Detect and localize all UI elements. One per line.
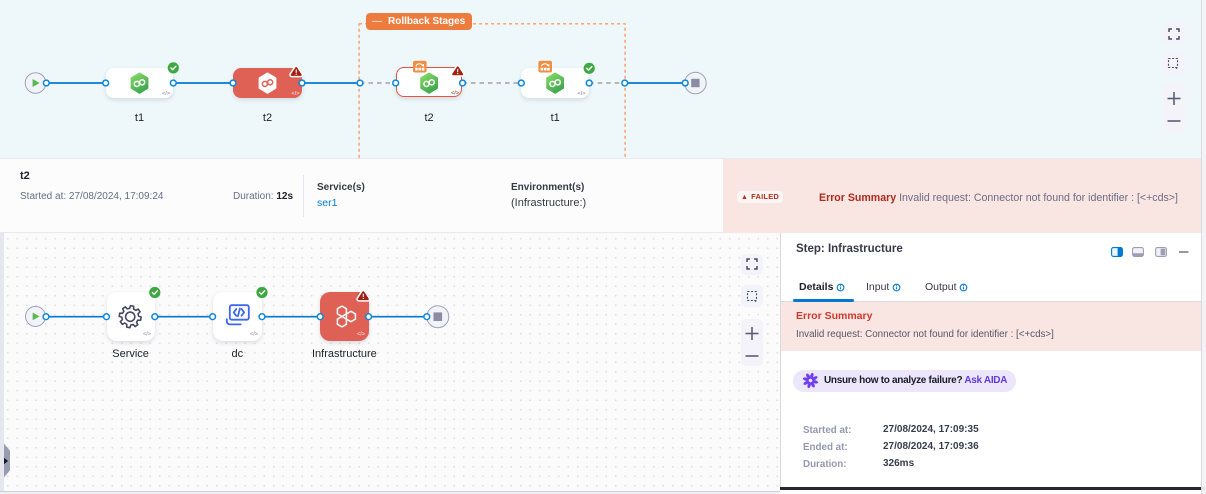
svg-text:</>: </> xyxy=(357,332,366,338)
svg-text:</>: </> xyxy=(577,91,586,97)
svg-text:</>: </> xyxy=(162,91,171,97)
svg-text:</>: </> xyxy=(291,91,300,97)
svg-text:</>: </> xyxy=(451,91,460,97)
svg-text:</>: </> xyxy=(143,332,152,338)
svg-text:</>: </> xyxy=(250,332,259,338)
